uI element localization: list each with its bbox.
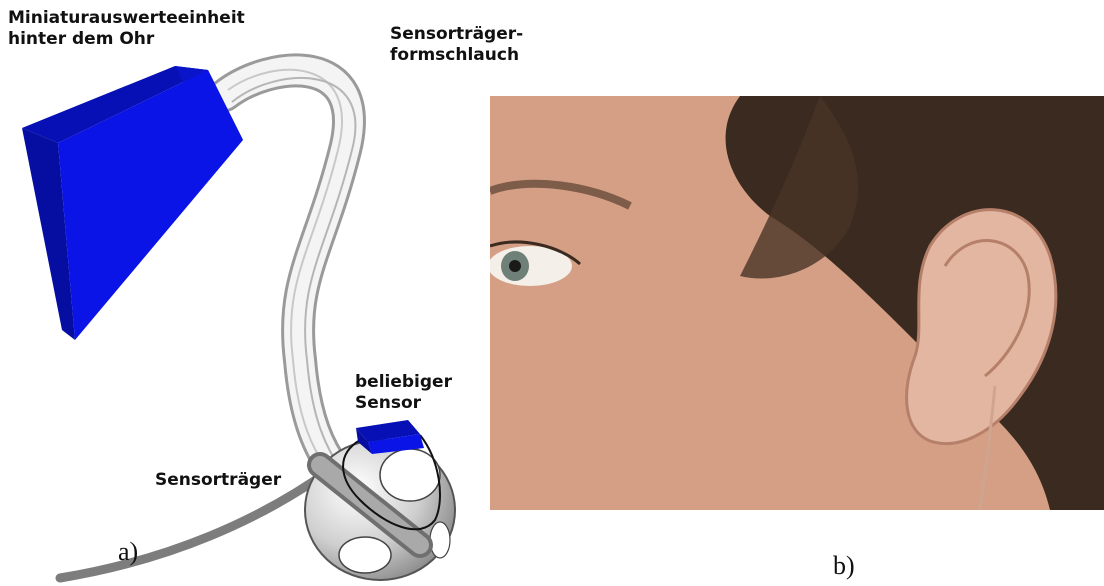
sensor-block bbox=[356, 420, 424, 454]
label-sensor-carrier: Sensorträger bbox=[155, 470, 281, 491]
processing-unit bbox=[22, 66, 243, 340]
ear-photo bbox=[490, 96, 1104, 510]
label-form-tube: Sensorträger- formschlauch bbox=[390, 24, 523, 66]
label-processing-unit: Miniaturauswerteeinheit hinter dem Ohr bbox=[8, 8, 245, 50]
panel-label-a: a) bbox=[118, 537, 138, 567]
device-diagram bbox=[0, 0, 490, 586]
label-sensor: beliebiger Sensor bbox=[355, 372, 452, 414]
panel-label-b: b) bbox=[833, 551, 855, 581]
form-tube bbox=[225, 70, 355, 470]
sensor-carrier-sphere bbox=[305, 435, 455, 580]
